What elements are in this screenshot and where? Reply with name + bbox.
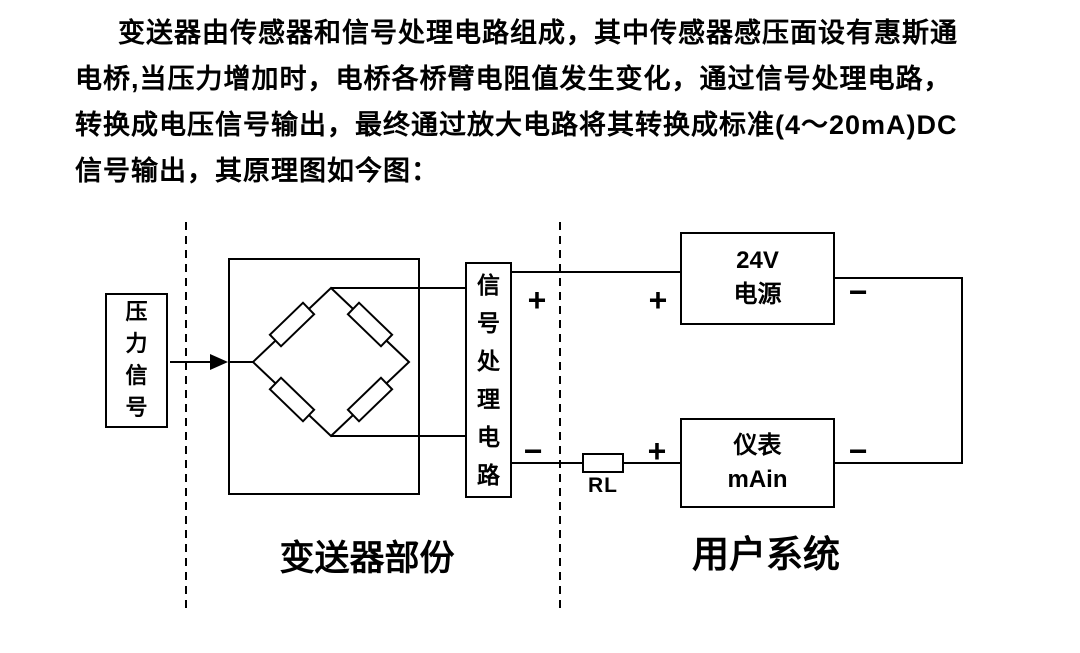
arrow-right-icon (210, 354, 228, 370)
user-system-section-label: 用户系统 (692, 535, 840, 576)
meter-line1: 仪表 (733, 432, 782, 459)
rl-resistor (582, 453, 624, 473)
plus-sign: + (527, 282, 547, 318)
minus-sign: − (848, 274, 868, 310)
pressure-signal-box: 压力信号 (105, 293, 168, 428)
minus-sign: − (523, 433, 543, 469)
signal-processing-label: 信号处理电路 (477, 272, 500, 488)
transmitter-section-label: 变送器部份 (279, 539, 455, 578)
plus-sign: + (648, 282, 668, 318)
meter-box: 仪表 mAin (680, 418, 835, 508)
paragraph-line: 信号输出，其原理图如今图： (75, 156, 439, 186)
paragraph-line: 转换成电压信号输出，最终通过放大电路将其转换成标准(4～20mA)DC (75, 110, 958, 140)
power-supply-line2: 电源 (733, 281, 782, 308)
supply-return-wire (835, 277, 963, 464)
meter-line2: mAin (727, 466, 788, 493)
signal-processing-box: 信号处理电路 (465, 262, 512, 498)
resistor (346, 376, 394, 423)
power-supply-line1: 24V (736, 247, 779, 274)
power-supply-box: 24V 电源 (680, 232, 835, 325)
resistor (268, 376, 316, 423)
paragraph-line: 电桥,当压力增加时，电桥各桥臂电阻值发生变化，通过信号处理电路， (75, 64, 952, 94)
minus-sign: − (848, 433, 868, 469)
paragraph-line: 变送器由传感器和信号处理电路组成，其中传感器感压面设有惠斯通 (118, 18, 958, 48)
paragraph: 变送器由传感器和信号处理电路组成，其中传感器感压面设有惠斯通 电桥,当压力增加时… (75, 10, 1065, 194)
rl-label: RL (588, 474, 618, 497)
plus-sign: + (647, 433, 667, 469)
wheatstone-bridge-box (228, 258, 420, 495)
pressure-signal-label: 压力信号 (125, 299, 148, 420)
resistor (268, 301, 316, 348)
resistor (346, 301, 394, 348)
